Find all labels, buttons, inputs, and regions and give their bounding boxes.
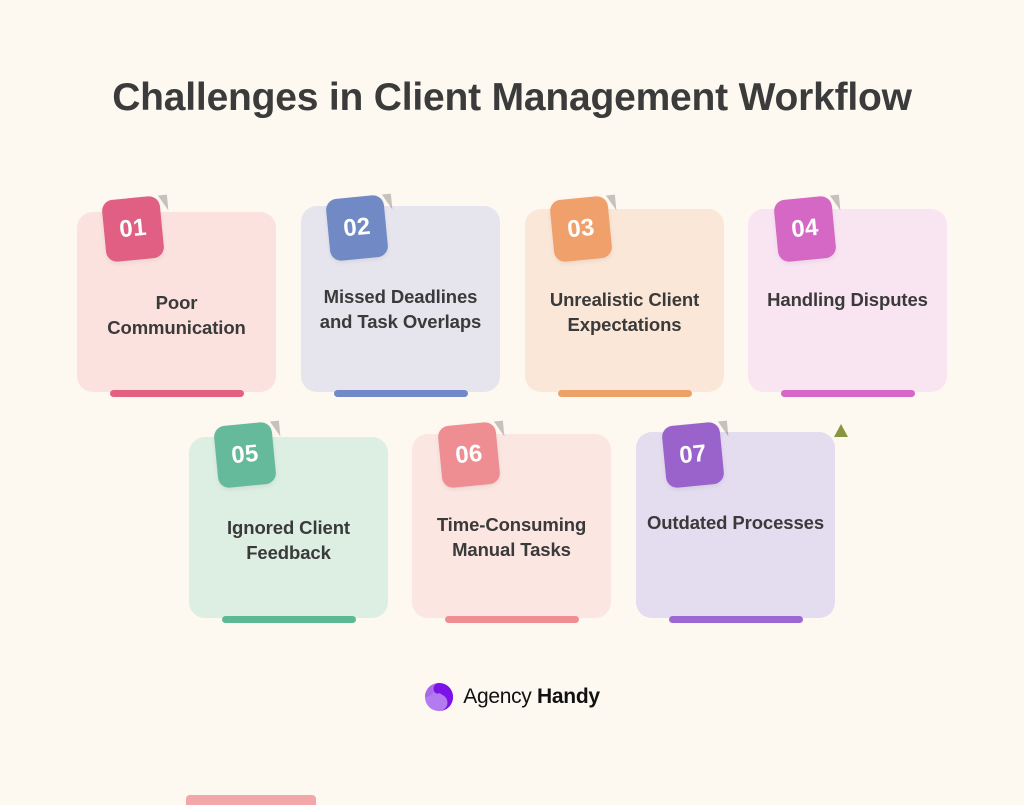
agency-handy-logo-icon [425, 682, 454, 712]
brand-logo-text: Agency Handy [463, 685, 600, 709]
challenge-card-01-badge: 01 [101, 194, 169, 263]
next-card-sliver [186, 795, 316, 805]
challenge-card-05-title: Ignored Client Feedback [227, 517, 350, 564]
badge-fold-icon [381, 193, 393, 211]
challenge-card-02-badge: 02 [325, 193, 393, 262]
challenge-card-05-badge: 05 [213, 420, 281, 489]
challenge-card-03-accent-bar [558, 390, 692, 397]
challenge-card-07-badge: 07 [661, 420, 729, 489]
challenge-card-07-number: 07 [678, 439, 708, 470]
challenge-card-02[interactable]: Missed Deadlines and Task Overlaps [301, 206, 500, 397]
challenge-card-04-number: 04 [790, 213, 820, 244]
brand-name-bold: Handy [537, 685, 600, 708]
challenge-card-02-title: Missed Deadlines and Task Overlaps [319, 286, 482, 333]
challenge-card-04-badge: 04 [773, 194, 841, 263]
brand-logo: Agency Handy [0, 682, 1024, 712]
challenge-card-06[interactable]: Time-Consuming Manual Tasks [412, 434, 611, 623]
challenge-card-01-number: 01 [118, 213, 148, 244]
badge-fold-icon [157, 194, 169, 212]
badge-fold-icon [605, 194, 617, 212]
badge-fold-icon [269, 420, 281, 438]
challenge-card-05-number: 05 [230, 439, 260, 470]
challenge-card-03-number: 03 [566, 213, 596, 244]
brand-name-light: Agency [463, 685, 532, 708]
challenge-card-04-accent-bar [781, 390, 915, 397]
badge-fold-icon [493, 420, 505, 438]
challenge-card-06-badge: 06 [437, 420, 505, 489]
badge-fold-icon [717, 420, 729, 438]
decorative-triangle-icon [834, 424, 848, 437]
challenge-card-03-title: Unrealistic Client Expectations [549, 289, 700, 336]
challenge-card-07-accent-bar [669, 616, 803, 623]
challenge-card-04-title: Handling Disputes [767, 289, 928, 310]
page-title: Challenges in Client Management Workflow [112, 76, 912, 119]
badge-fold-icon [829, 194, 841, 212]
challenge-card-01-title: Poor Communication [107, 292, 246, 339]
challenge-card-02-number: 02 [342, 212, 372, 243]
challenge-card-06-accent-bar [445, 616, 579, 623]
challenge-card-02-accent-bar [334, 390, 468, 397]
challenge-card-03-badge: 03 [549, 194, 617, 263]
challenge-card-06-title: Time-Consuming Manual Tasks [436, 514, 587, 561]
challenge-card-07-title: Outdated Processes [646, 512, 825, 533]
challenge-card-01-accent-bar [110, 390, 244, 397]
challenge-card-05-accent-bar [222, 616, 356, 623]
challenge-card-06-number: 06 [454, 439, 484, 470]
